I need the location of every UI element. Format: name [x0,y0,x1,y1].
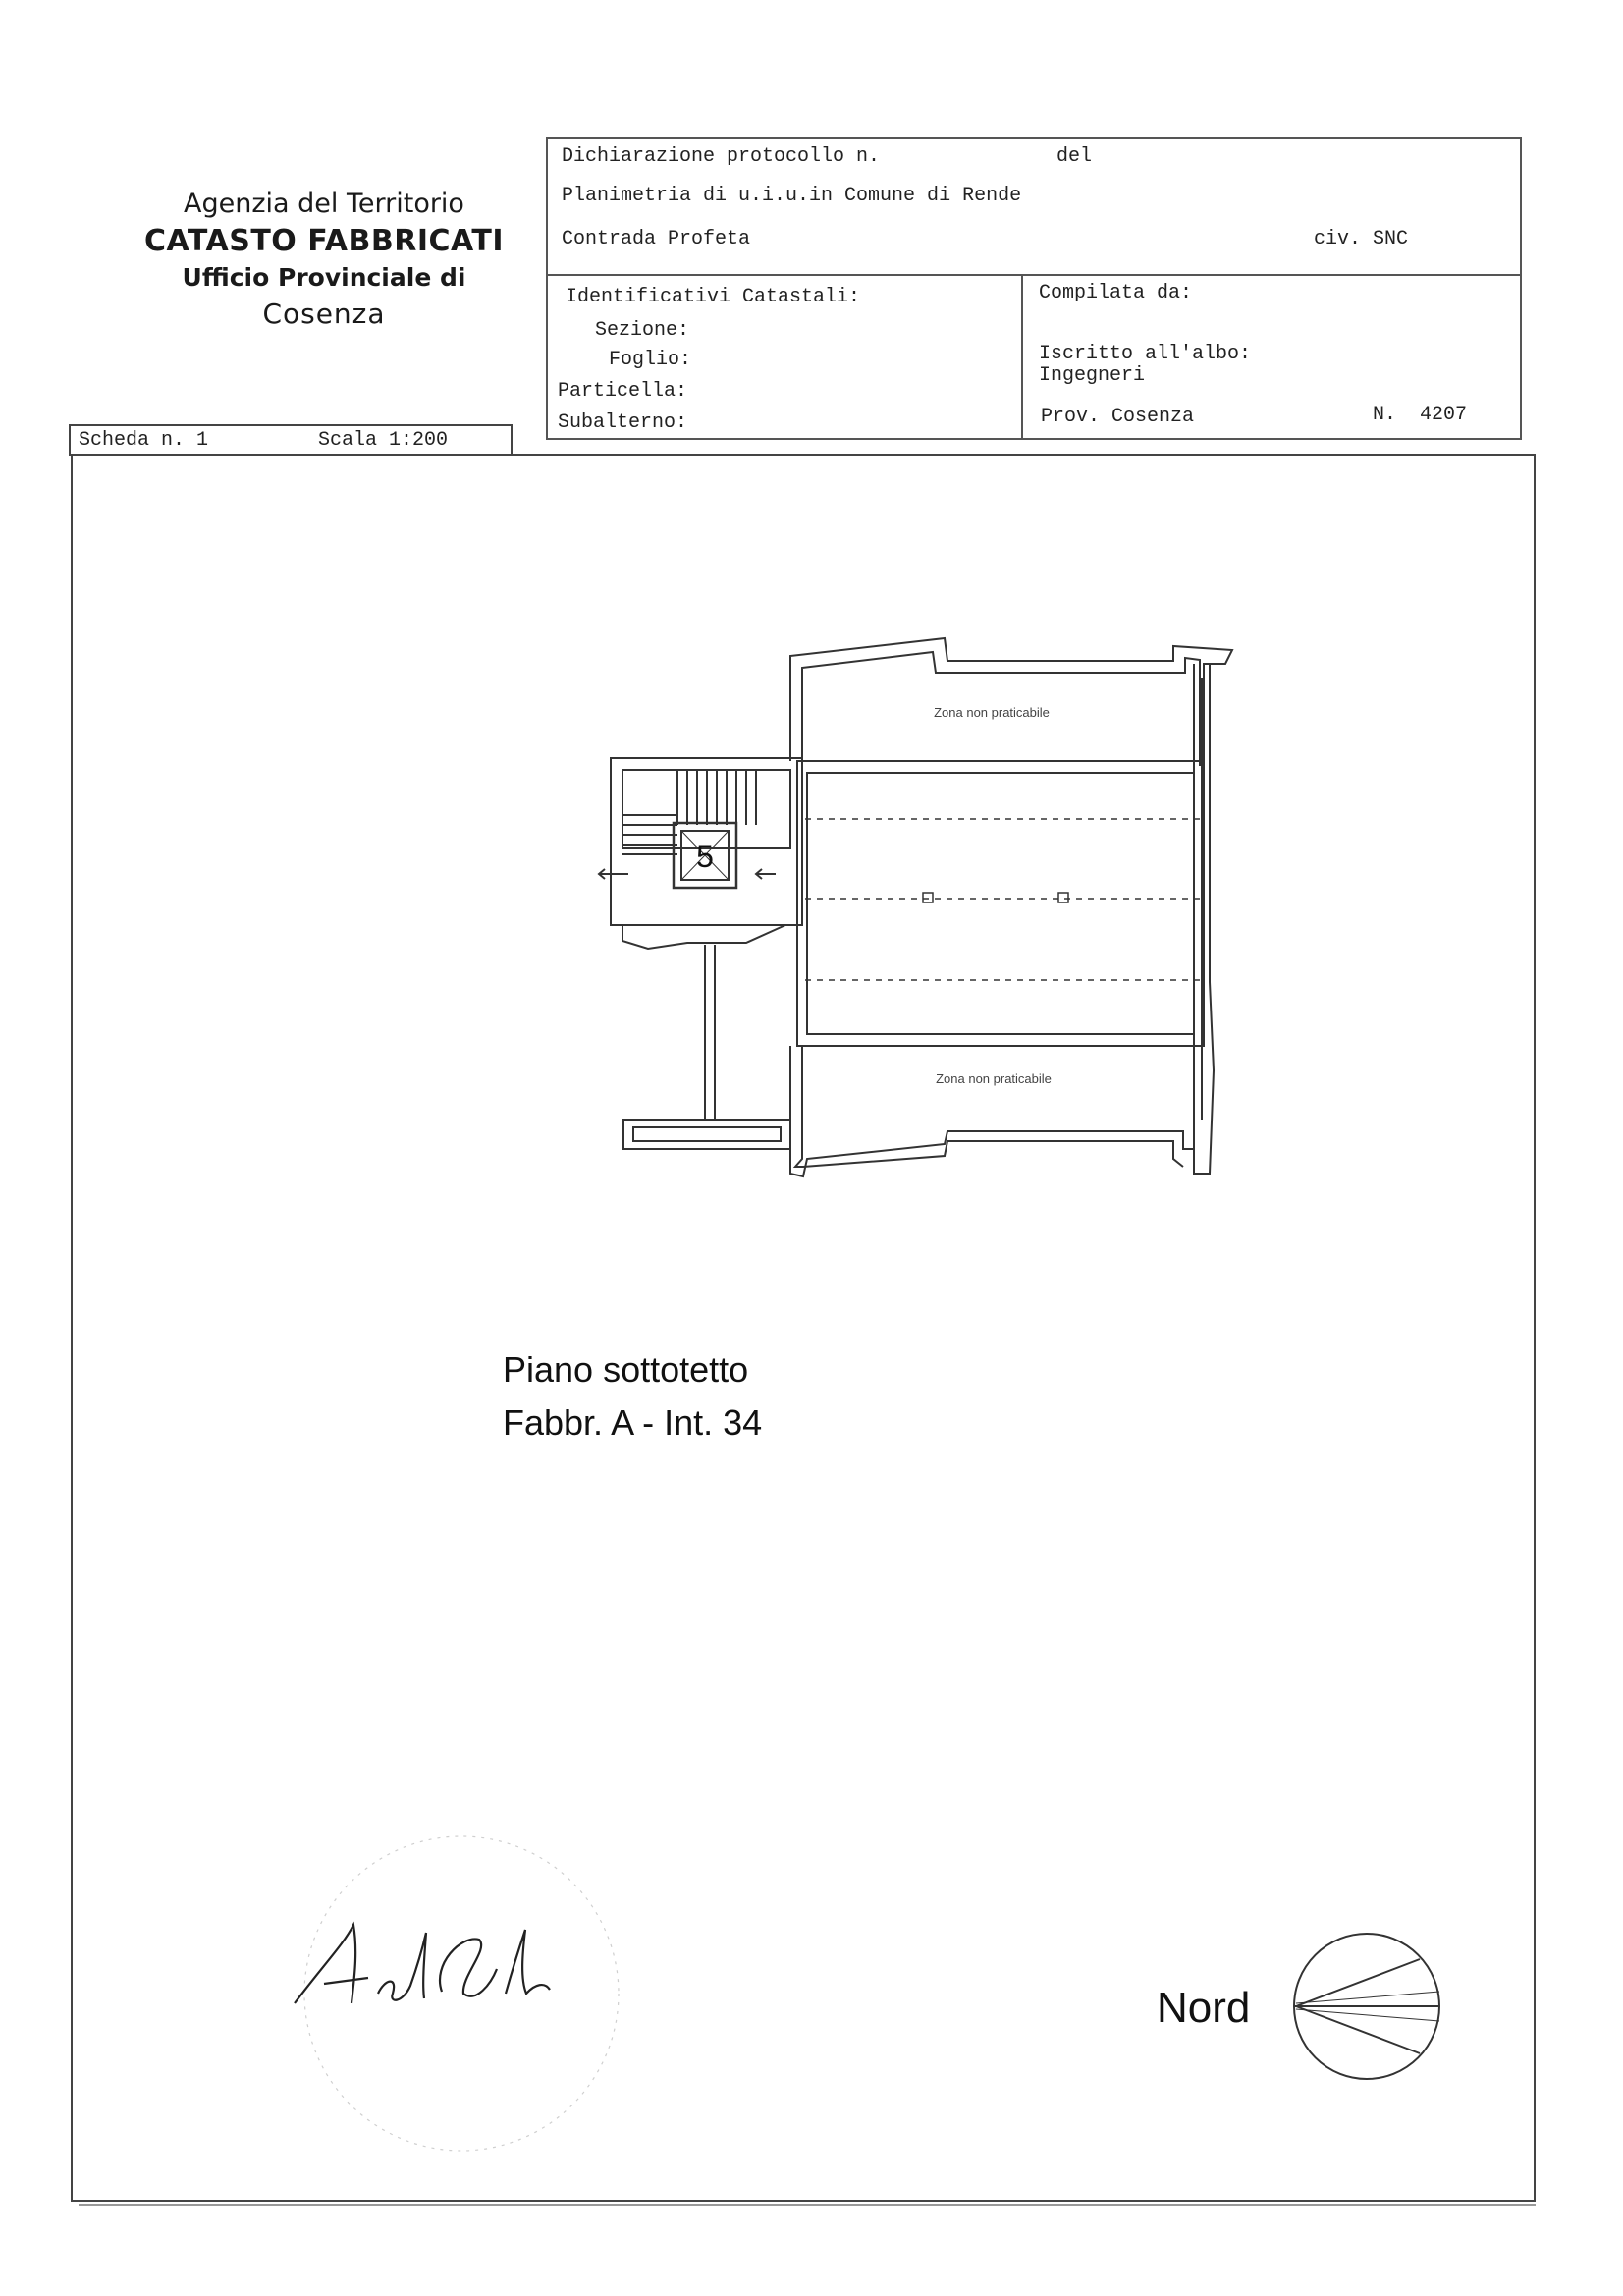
signature-stamp-icon [294,1835,620,2152]
catasto-title: CATASTO FABBRICATI [143,224,505,258]
header-form: Dichiarazione protocollo n. del Planimet… [546,137,1522,440]
office-label: Ufficio Provinciale di [182,263,466,292]
registered-value: Ingegneri [1039,364,1146,387]
compiled-by-label: Compilata da: [1039,282,1193,304]
agency-name: Agenzia del Territorio [184,189,464,219]
plan-caption: Piano sottotetto Fabbr. A - Int. 34 [503,1343,762,1449]
agency-block: Agenzia del Territorio CATASTO FABBRICAT… [108,187,540,334]
province-label: Prov. Cosenza [1041,406,1195,428]
registered-label: Iscritto all'albo: [1039,343,1252,365]
scheda-label: Scheda n. 1 [79,429,209,452]
particella-label: Particella: [558,380,688,403]
header-top-section: Dichiarazione protocollo n. del Planimet… [548,139,1520,276]
civic-label: civ. SNC [1314,228,1409,250]
foglio-label: Foglio: [609,349,692,371]
identifiers-title: Identificativi Catastali: [566,286,861,308]
drawing-frame [71,454,1536,2202]
del-label: del [1056,145,1093,168]
north-compass-icon [1293,1933,1440,2080]
zone-bottom-label: Zona non praticabile [936,1071,1052,1086]
north-label: Nord [1157,1984,1251,2032]
address-label: Contrada Profeta [562,228,751,250]
zone-top-label: Zona non praticabile [934,705,1050,720]
compiler-section: Compilata da: Iscritto all'albo: Ingegne… [1023,274,1520,440]
scala-label: Scala 1:200 [318,429,449,452]
building-unit: Fabbr. A - Int. 34 [503,1402,763,1443]
protocol-label: Dichiarazione protocollo n. [562,145,881,168]
sezione-label: Sezione: [595,319,690,342]
identifiers-section: Identificativi Catastali: Sezione: Fogli… [548,274,1023,440]
floor-name: Piano sottotetto [503,1349,749,1390]
frame-bottom-line [79,2204,1536,2206]
subalterno-label: Subalterno: [558,411,688,434]
register-number: N. 4207 [1373,404,1468,426]
planimetry-label: Planimetria di u.i.u.in Comune di Rende [562,185,1022,207]
office-city: Cosenza [262,298,386,330]
stair-number: 5 [696,839,714,874]
